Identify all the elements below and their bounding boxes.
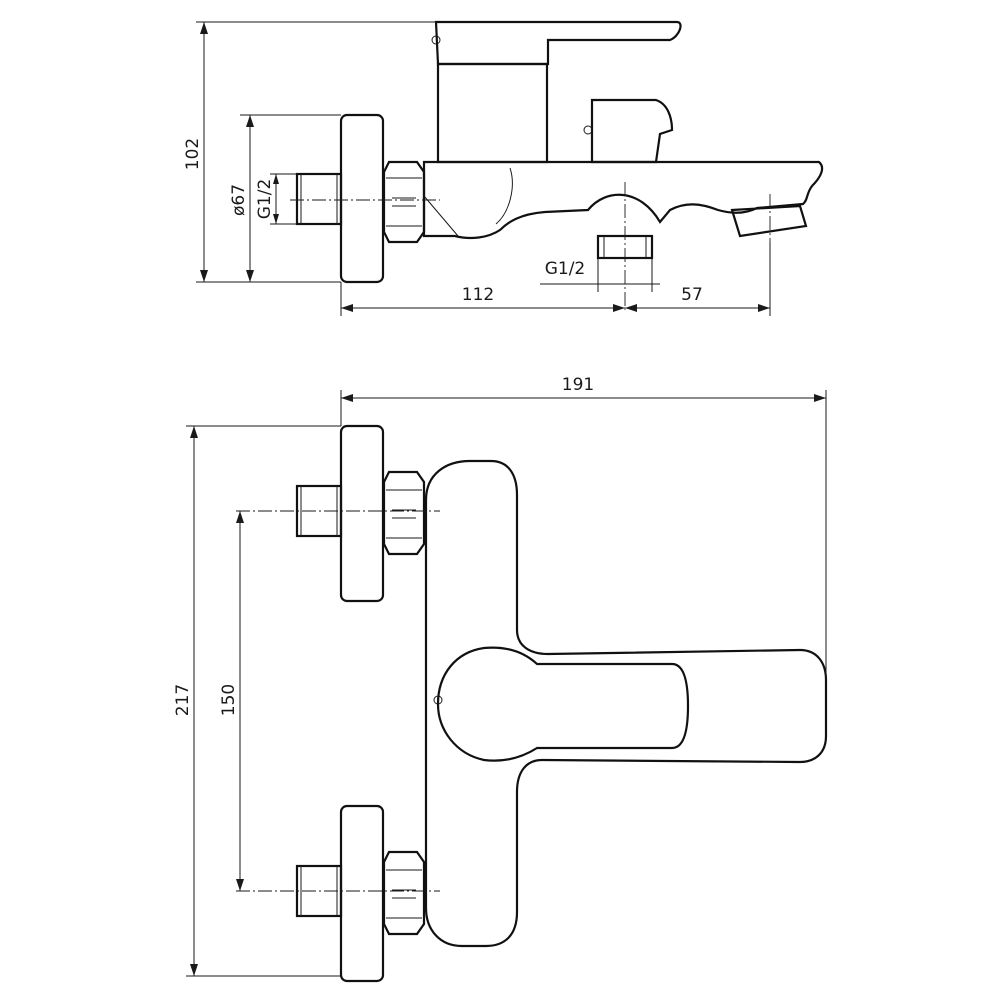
top-flange-upper — [339, 424, 385, 603]
side-view: 102 ø67 G1/2 G1/2 112 57 — [183, 20, 824, 316]
dim-total-length: 191 — [562, 375, 594, 395]
top-view: 191 217 150 — [173, 375, 828, 983]
dim-height: 102 — [183, 138, 203, 170]
side-inlet-stub — [295, 172, 343, 226]
dim-outlet-thread: G1/2 — [545, 259, 586, 279]
top-hex-nut-lower — [382, 850, 426, 936]
side-hex-nut — [382, 160, 426, 244]
top-flange-lower — [339, 804, 385, 983]
side-flange — [339, 113, 385, 284]
top-hex-nut-upper — [382, 470, 426, 556]
side-body — [422, 160, 824, 240]
dim-depth-to-outlet: 112 — [462, 285, 494, 305]
top-body — [424, 459, 828, 948]
side-handle-column — [436, 62, 549, 164]
side-inlet-thread — [300, 174, 338, 224]
dim-inlet-spacing: 150 — [219, 684, 239, 716]
side-handle-lever — [434, 20, 682, 66]
side-spout-outlet — [730, 204, 808, 238]
dim-total-height: 217 — [173, 684, 193, 716]
dim-outlet-to-spout: 57 — [681, 285, 703, 305]
side-diverter-knob — [590, 98, 674, 164]
dim-flange-diameter: ø67 — [229, 184, 249, 216]
dim-inlet-thread: G1/2 — [255, 179, 275, 220]
top-handle — [436, 646, 690, 762]
